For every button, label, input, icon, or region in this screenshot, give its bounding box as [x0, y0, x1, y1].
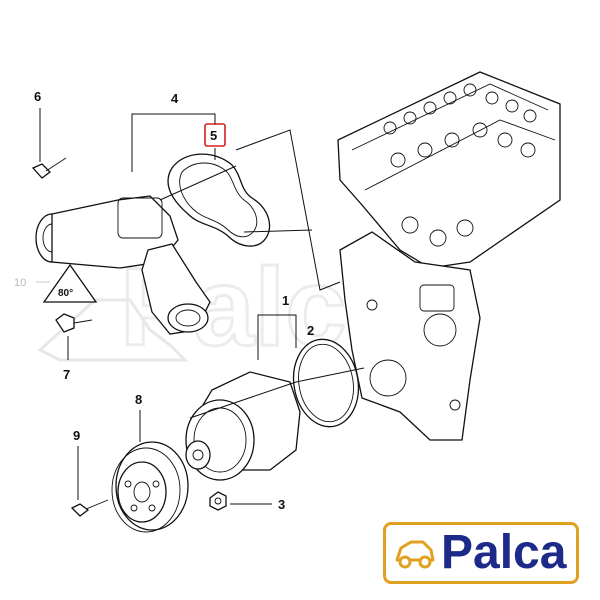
callout-5-highlight [204, 123, 226, 147]
engine-head [337, 71, 561, 269]
callout-7: 7 [63, 367, 70, 382]
timing-cover [339, 231, 481, 441]
car-icon [395, 540, 435, 569]
callout-1: 1 [282, 293, 289, 308]
brand-frame [383, 522, 579, 584]
nut-part-3 [209, 491, 227, 511]
callout-8: 8 [135, 392, 142, 407]
callout-9: 9 [73, 428, 80, 443]
bolt-part-9 [70, 499, 109, 517]
leader-lines [36, 108, 365, 505]
svg-text:80°: 80° [58, 288, 73, 299]
callout-4: 4 [171, 91, 179, 106]
warning-label: 80° [42, 263, 98, 303]
thermostat-housing [35, 195, 211, 335]
callout-3: 3 [278, 497, 285, 512]
callout-6: 6 [34, 89, 41, 104]
callout-2: 2 [307, 323, 314, 338]
gasket-part-5 [167, 153, 271, 247]
callout-5: 5 [210, 128, 217, 143]
water-pump-part-1 [185, 371, 301, 481]
bolt-part-6 [31, 157, 67, 179]
callout-10: 10 [14, 277, 26, 289]
brand-logo: Palca [383, 522, 579, 584]
brand-name: Palca [441, 526, 567, 579]
bolt-part-7 [55, 313, 93, 333]
pulley-part-8 [111, 441, 189, 533]
o-ring-part-2 [292, 338, 360, 428]
